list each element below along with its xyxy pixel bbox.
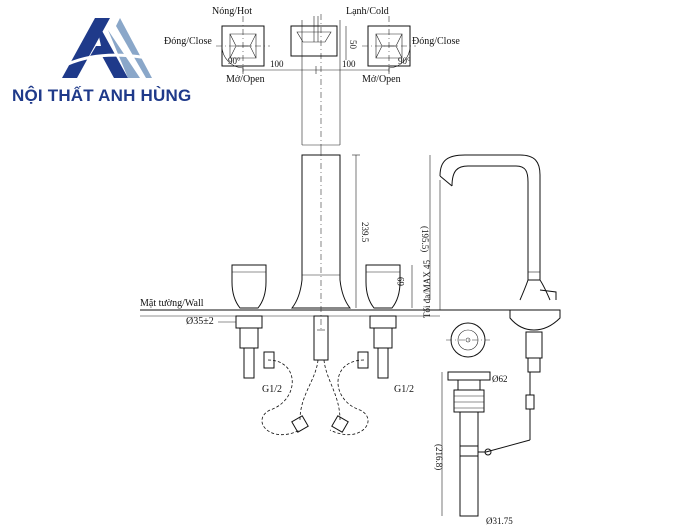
drain-tail: [459, 411, 479, 517]
gooseneck-spout: [439, 154, 541, 280]
open-left-label: Mở/Open: [226, 74, 265, 85]
triangle-a-logo-icon: [62, 18, 152, 78]
brand-logo: NỘI THẤT ANH HÙNG: [0, 0, 200, 110]
angle-left-label: 90°: [228, 56, 241, 66]
handle-height-label: 69: [396, 277, 406, 287]
max-label: Tối đa/MAX 45: [422, 260, 432, 318]
wall-label: Mặt tường/Wall: [140, 298, 204, 309]
drain-length-label: (216.8): [434, 444, 444, 470]
cold-label: Lạnh/Cold: [346, 6, 389, 17]
drain-dia-label: Ø62: [492, 374, 508, 384]
right-height-label: (195.5): [420, 226, 430, 252]
brand-name: NỘI THẤT ANH HÙNG: [12, 86, 192, 105]
drain-flange: [447, 371, 491, 381]
close-left-label: Đóng/Close: [164, 36, 212, 47]
hot-label: Nóng/Hot: [212, 6, 252, 17]
dia-label: Ø35±2: [186, 316, 214, 327]
thread-left-label: G1/2: [262, 384, 282, 395]
close-right-label: Đóng/Close: [412, 36, 460, 47]
side-view: 239.5 69 Mặt tường/Wall Ø35±2 G1/2: [140, 150, 440, 436]
angle-right-label: 90°: [398, 56, 411, 66]
right-view: (195.5) (216.8) Ø62 Ø31.75: [420, 154, 561, 526]
thread-right-label: G1/2: [394, 384, 414, 395]
cold-handle-side: [365, 264, 401, 309]
dim-spout-label: 50: [348, 40, 358, 50]
bottom-dia-label: Ø31.75: [486, 516, 513, 526]
spout-body: [290, 154, 352, 309]
hot-handle-side: [231, 264, 267, 309]
dim-right-label: 100: [342, 59, 356, 69]
top-view: Nóng/Hot Lạnh/Cold Đóng/Close Đóng/Close…: [164, 6, 460, 150]
dim-left-label: 100: [270, 59, 284, 69]
height-label: 239.5: [360, 222, 370, 243]
open-right-label: Mở/Open: [362, 74, 401, 85]
